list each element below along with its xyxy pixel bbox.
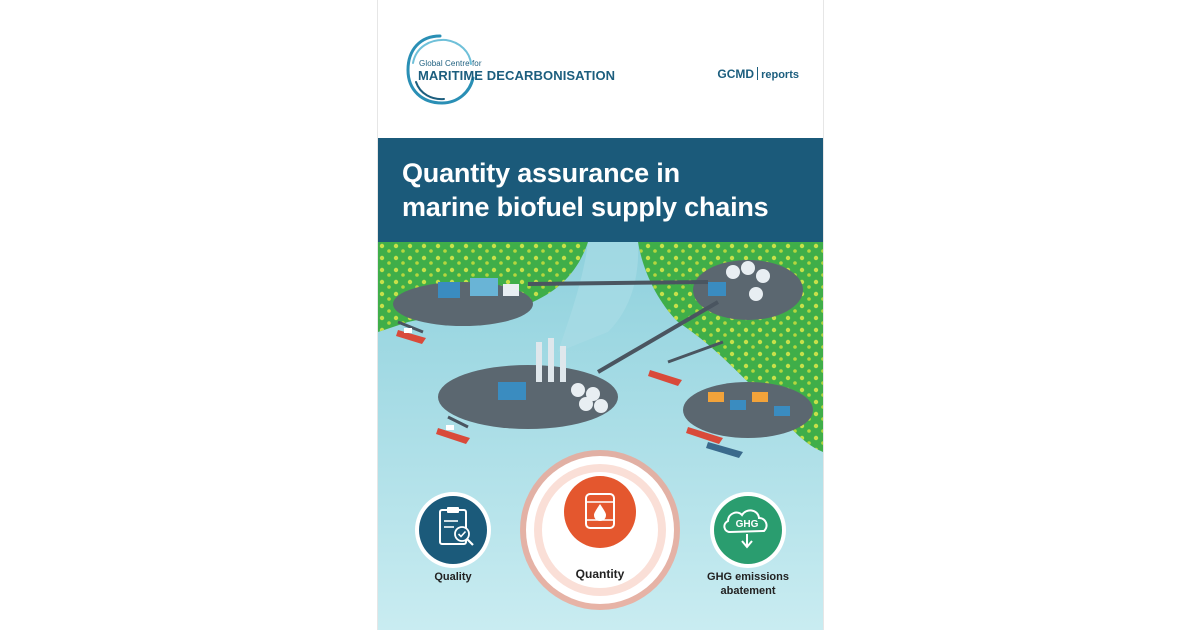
logo-ring-icon (406, 34, 475, 105)
report-title: Quantity assurance in marine biofuel sup… (402, 156, 812, 224)
title-line-2: marine biofuel supply chains (402, 192, 769, 222)
ghg-label: GHG emissions abatement (688, 570, 808, 598)
logo-big-text: MARITIME DECARBONISATION (418, 68, 616, 83)
clipboard-check-icon (439, 507, 474, 546)
quality-label: Quality (434, 571, 472, 583)
brand-name: GCMD (717, 67, 755, 81)
port-pad (683, 382, 813, 438)
brand-series: reports (761, 69, 799, 81)
quality-pillar (415, 492, 491, 568)
gcmd-reports-brand: GCMD reports (717, 67, 799, 81)
ghg-label-line-1: GHG emissions (707, 571, 789, 583)
ghg-cloud-icon: GHG (723, 509, 768, 549)
ship-bottom-left (436, 425, 470, 444)
ghg-pillar: GHG (710, 492, 786, 568)
fuel-barrel-icon (585, 493, 615, 529)
quantity-pillar (520, 450, 680, 610)
ship-right (686, 427, 743, 458)
refinery-pad (438, 365, 618, 429)
terminal-pad-top (693, 260, 803, 320)
title-band (378, 138, 823, 242)
quantity-label: Quantity (575, 567, 625, 581)
title-line-1: Quantity assurance in (402, 158, 680, 188)
brand-divider (757, 67, 759, 80)
ship-left (396, 328, 426, 344)
ghg-label-line-2: abatement (720, 585, 776, 597)
gcmd-logo: Global Centre for MARITIME DECARBONISATI… (400, 30, 630, 110)
ship-middle (648, 370, 682, 386)
ghg-icon-text: GHG (736, 519, 759, 530)
logo-small-text: Global Centre for (419, 59, 482, 68)
supply-chain-illustration: GHG (378, 242, 823, 630)
report-cover: Global Centre for MARITIME DECARBONISATI… (377, 0, 824, 630)
